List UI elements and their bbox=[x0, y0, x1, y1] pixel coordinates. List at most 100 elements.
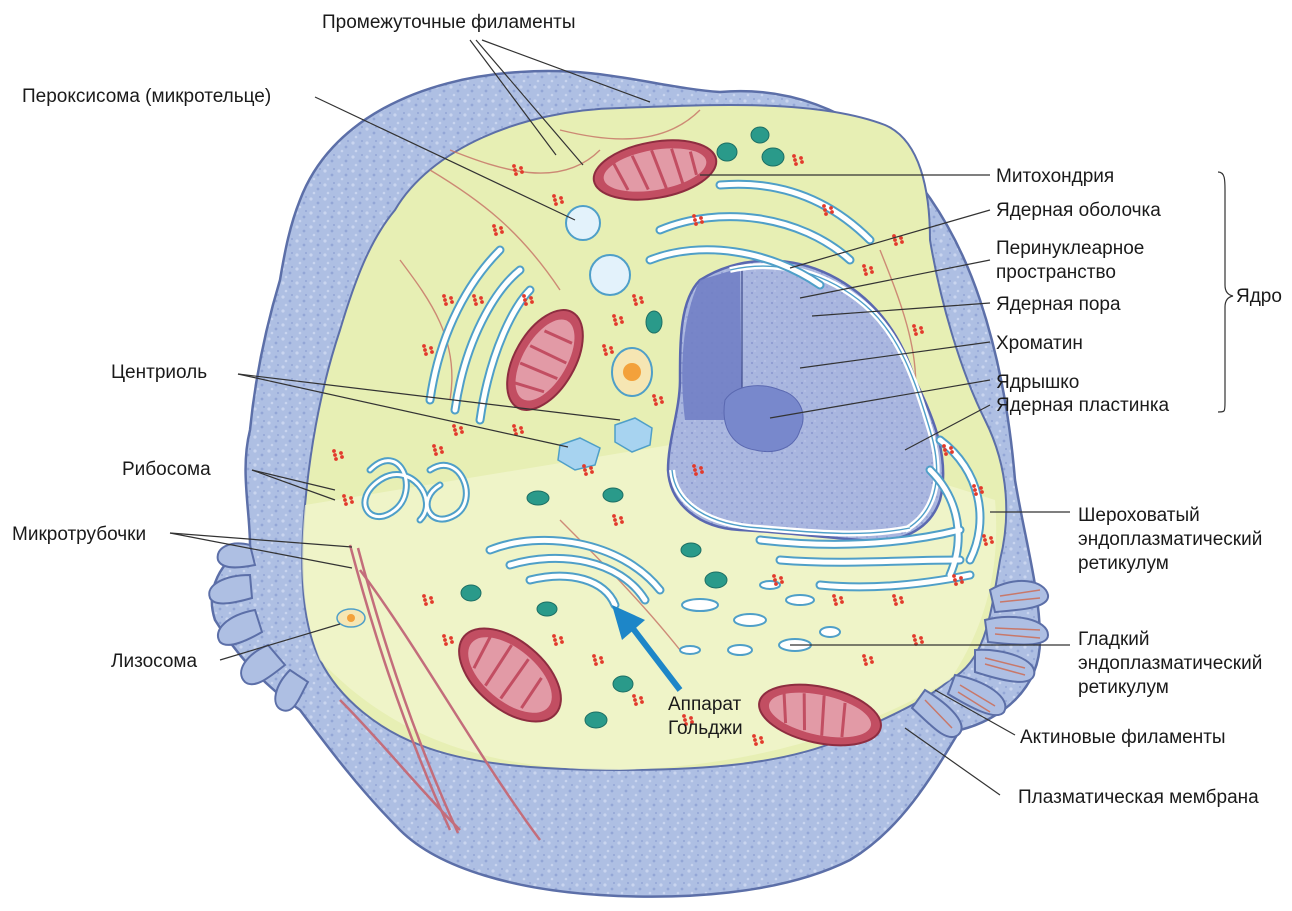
label-mitochondrion: Митохондрия bbox=[996, 166, 1114, 187]
ribosome-dot bbox=[912, 634, 916, 638]
ribosome-dot bbox=[554, 202, 558, 206]
ribosome-dot bbox=[584, 472, 588, 476]
ribosome-dot bbox=[979, 486, 983, 490]
ribosome-dot bbox=[942, 444, 946, 448]
ribosome-dot bbox=[620, 320, 624, 324]
ribosome-dot bbox=[450, 640, 454, 644]
ribosome-dot bbox=[652, 394, 656, 398]
ribosome-dot bbox=[614, 322, 618, 326]
ribosome-dot bbox=[444, 302, 448, 306]
ribosome-dot bbox=[953, 578, 957, 582]
ribosome-dot bbox=[430, 600, 434, 604]
label-nuclear-lamina: Ядерная пластинка bbox=[996, 395, 1170, 416]
ribosome-dot bbox=[443, 298, 447, 302]
ribosome-dot bbox=[529, 296, 533, 300]
ribosome-dot bbox=[983, 538, 987, 542]
ribosome-dot bbox=[660, 400, 664, 404]
ribosome-dot bbox=[823, 208, 827, 212]
ribosome-dot bbox=[499, 226, 503, 230]
lysosome-left bbox=[337, 609, 365, 627]
ribosome-dot bbox=[619, 516, 623, 520]
label-nuclear-pore: Ядерная пора bbox=[996, 294, 1121, 315]
ribosome-dot bbox=[792, 154, 796, 158]
ribosome-dot bbox=[870, 660, 874, 664]
ribosome-dot bbox=[350, 500, 354, 504]
ribosome-dot bbox=[454, 432, 458, 436]
ribosome-dot bbox=[824, 212, 828, 216]
ribosome-dot bbox=[343, 498, 347, 502]
ribosome-dot bbox=[634, 302, 638, 306]
ribosome-dot bbox=[634, 702, 638, 706]
ribosome-dot bbox=[760, 740, 764, 744]
label-perinuclear-space-2: пространство bbox=[996, 262, 1116, 283]
ribosome-dot bbox=[892, 594, 896, 598]
ribosome-dot bbox=[512, 424, 516, 428]
ribosome-dot bbox=[423, 598, 427, 602]
ribosome-dot bbox=[514, 172, 518, 176]
label-centriole: Центриоль bbox=[111, 362, 207, 383]
ribosome-dot bbox=[344, 502, 348, 506]
ribosome-dot bbox=[442, 294, 446, 298]
ribosome-dot bbox=[610, 350, 614, 354]
ribosome-dot bbox=[862, 264, 866, 268]
ribosome-dot bbox=[589, 466, 593, 470]
ribosome-dot bbox=[752, 734, 756, 738]
ribosome-dot bbox=[472, 294, 476, 298]
ribosome-dot bbox=[524, 302, 528, 306]
ribosome-dot bbox=[753, 738, 757, 742]
ribosome-dot bbox=[603, 348, 607, 352]
ribosome-dot bbox=[692, 464, 696, 468]
ribosome-dot bbox=[893, 238, 897, 242]
label-perinuclear-space-1: Перинуклеарное bbox=[996, 238, 1144, 259]
ribosome-dot bbox=[834, 602, 838, 606]
ribosome-dot bbox=[452, 424, 456, 428]
ribosome-dot bbox=[900, 600, 904, 604]
ribosome-dot bbox=[870, 270, 874, 274]
label-nuclear-envelope: Ядерная оболочка bbox=[996, 200, 1161, 221]
label-nucleolus: Ядрышко bbox=[996, 372, 1079, 393]
label-ribosome: Рибосома bbox=[122, 459, 211, 480]
ribosome-dot bbox=[450, 300, 454, 304]
ribosome-dot bbox=[913, 638, 917, 642]
ribosome-dot bbox=[699, 216, 703, 220]
ribosome-dot bbox=[553, 198, 557, 202]
ribosome-dot bbox=[694, 222, 698, 226]
lysosome-cyto bbox=[612, 348, 652, 396]
ribosome-dot bbox=[492, 224, 496, 228]
ribosome-dot bbox=[613, 518, 617, 522]
label-peroxisome: Пероксисома (микротельце) bbox=[22, 86, 271, 107]
ribosome-dot bbox=[620, 520, 624, 524]
ribosome-dot bbox=[423, 348, 427, 352]
ribosome-dot bbox=[599, 656, 603, 660]
ribosome-dot bbox=[972, 484, 976, 488]
ribosome-dot bbox=[439, 446, 443, 450]
ribosome-dot bbox=[444, 642, 448, 646]
ribosome-dot bbox=[693, 218, 697, 222]
ribosome-dot bbox=[832, 594, 836, 598]
ribosome-dot bbox=[920, 330, 924, 334]
ribosome-dot bbox=[332, 449, 336, 453]
ribosome-dot bbox=[512, 164, 516, 168]
ribosome-dot bbox=[559, 636, 563, 640]
ribosome-dot bbox=[633, 698, 637, 702]
ribosome-dot bbox=[632, 694, 636, 698]
ribosome-dot bbox=[863, 268, 867, 272]
ribosome-dot bbox=[440, 450, 444, 454]
ribosome-dot bbox=[700, 470, 704, 474]
ribosome-dot bbox=[460, 430, 464, 434]
ribosome-dot bbox=[900, 240, 904, 244]
ribosome-dot bbox=[519, 426, 523, 430]
ribosome-dot bbox=[522, 294, 526, 298]
label-rough-er-2: эндоплазматический bbox=[1078, 529, 1262, 550]
ribosome-dot bbox=[479, 296, 483, 300]
ribosome-dot bbox=[613, 318, 617, 322]
ribosome-dot bbox=[952, 574, 956, 578]
ribosome-dot bbox=[500, 230, 504, 234]
label-rough-er-3: ретикулум bbox=[1078, 553, 1169, 574]
ribosome-dot bbox=[590, 470, 594, 474]
ribosome-dot bbox=[863, 658, 867, 662]
ribosome-dot bbox=[959, 576, 963, 580]
ribosome-dot bbox=[659, 396, 663, 400]
label-golgi-1: Аппарат bbox=[668, 694, 742, 715]
ribosome-dot bbox=[552, 634, 556, 638]
